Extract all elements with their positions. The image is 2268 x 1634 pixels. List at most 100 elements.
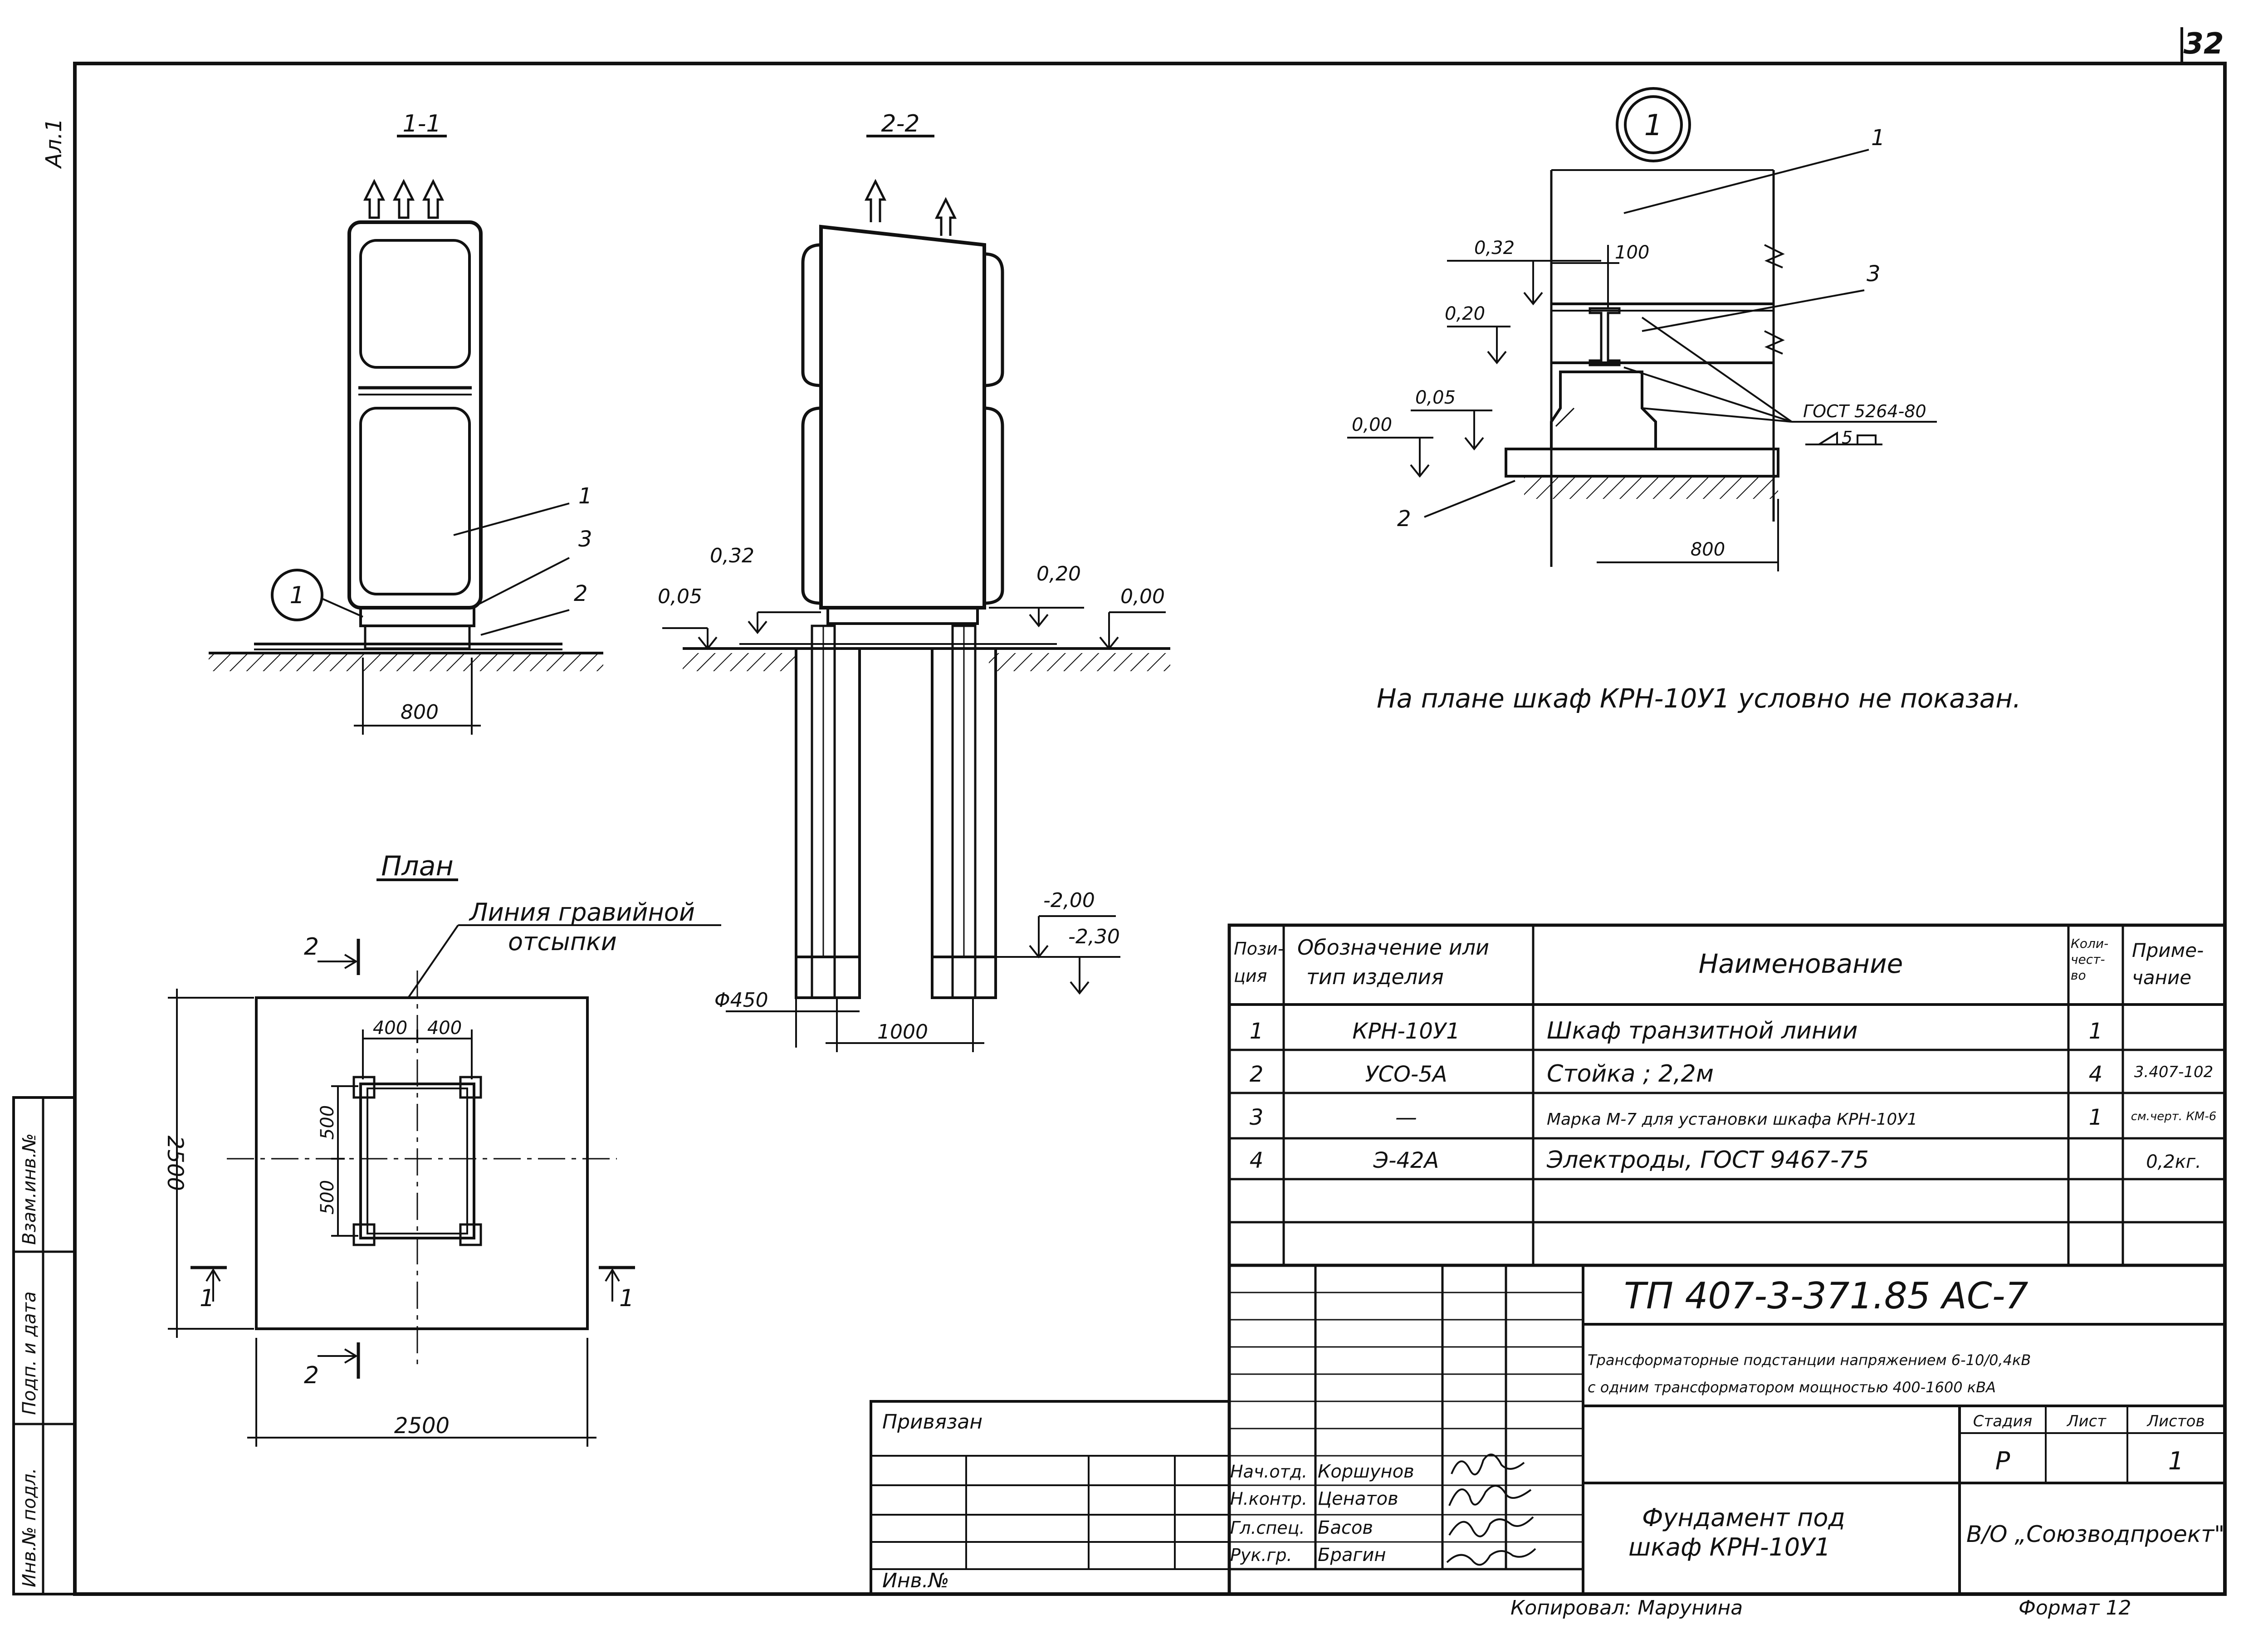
signer-row: Нач.отд. Коршунов (1230, 1461, 1414, 1482)
plan-gravel-line-label-2: отсыпки (508, 927, 617, 956)
detail-1-level-0-00: 0,00 (1352, 415, 1392, 435)
plan-gravel-line-label: Линия гравийной (469, 898, 695, 927)
plan-note: На плане шкаф КРН-10У1 условно не показа… (1377, 683, 2021, 714)
copied-by: Копировал: Марунина (1510, 1596, 1743, 1619)
spec-cell-pos: 3 (1250, 1105, 1264, 1130)
spec-cell-pos: 2 (1250, 1062, 1264, 1087)
signer-role: Н.контр. (1230, 1489, 1307, 1509)
spec-header-qty-2: чест- (2071, 952, 2105, 967)
detail-1-dim-top: 100 (1615, 242, 1649, 263)
plan-dim-400-right: 400 (427, 1018, 462, 1039)
plan-dim-400-left: 400 (373, 1018, 407, 1039)
spec-cell-designation: Э-42А (1373, 1148, 1439, 1173)
title-block-sheets: 1 (2168, 1447, 2184, 1475)
section-2-dim-diameter: Φ450 (714, 989, 768, 1012)
plan-dim-width: 2500 (394, 1413, 450, 1439)
section-1-marker: 1 (289, 582, 304, 609)
detail-1-leader-1: 1 (1871, 125, 1885, 151)
section-2-level-minus-2-00: -2,00 (1043, 889, 1095, 912)
table-row: 2 УСО-5А Стойка ; 2,2м 4 3.407-102 (1250, 1060, 2214, 1088)
spec-cell-name: Стойка ; 2,2м (1547, 1060, 1714, 1088)
signer-name: Брагин (1318, 1545, 1386, 1566)
spec-cell-pos: 1 (1250, 1019, 1264, 1044)
spec-header-pos-1: Пози- (1234, 939, 1284, 959)
spec-cell-note: 0,2кг. (2146, 1151, 2201, 1172)
detail-1-level-0-32: 0,32 (1474, 238, 1515, 259)
side-stamp-strip (12, 1096, 76, 1595)
spec-cell-qty: 4 (2089, 1062, 2103, 1087)
table-row: 4 Э-42А Электроды, ГОСТ 9467-75 0,2кг. (1250, 1146, 2201, 1174)
section-2-dim-spacing: 1000 (877, 1020, 928, 1044)
plan-title: План (381, 850, 453, 882)
section-1-dim-width: 800 (401, 701, 439, 724)
spec-table-grid (1227, 923, 2227, 1267)
spec-cell-name: Марка М-7 для установки шкафа КРН-10У1 (1547, 1110, 1917, 1129)
title-block-code: ТП 407-3-371.85 АС-7 (1624, 1275, 2028, 1317)
signer-role: Рук.гр. (1230, 1545, 1292, 1565)
title-block-description-2: с одним трансформатором мощностью 400-16… (1588, 1379, 1996, 1396)
detail-1-weld-symbol: 5 (1842, 428, 1853, 448)
section-2-level-0-00: 0,00 (1120, 585, 1165, 608)
plan-view (168, 878, 721, 1447)
spec-header-pos-2: ция (1234, 966, 1267, 986)
section-1-view (209, 135, 603, 735)
table-row: 3 — Марка М-7 для установки шкафа КРН-10… (1250, 1105, 2217, 1130)
detail-1-view (1347, 87, 1937, 571)
cabinet-krn-outline (347, 220, 483, 610)
detail-1-dim-bottom: 800 (1691, 539, 1725, 560)
detail-1-marker: 1 (1644, 109, 1663, 142)
table-row: 1 КРН-10У1 Шкаф транзитной линии 1 (1250, 1017, 2103, 1044)
plan-dim-height: 2500 (162, 1136, 188, 1191)
title-block-sheet-label: Лист (2066, 1412, 2107, 1430)
plan-section-mark-2-bottom: 2 (304, 1362, 319, 1389)
corner-mark: Ал.1 (41, 118, 67, 169)
plan-section-mark-1-right: 1 (619, 1285, 634, 1312)
section-1-leader-1: 1 (578, 483, 592, 509)
spec-header-designation-2: тип изделия (1306, 965, 1444, 989)
spec-cell-pos: 4 (1250, 1148, 1264, 1173)
signer-name: Коршунов (1318, 1461, 1414, 1482)
plan-dim-500-top: 500 (317, 1105, 338, 1140)
title-block-inv-no: Инв.№ (882, 1569, 949, 1592)
spec-cell-qty: 1 (2089, 1019, 2103, 1044)
section-2-level-minus-2-30: -2,30 (1068, 925, 1120, 948)
title-block-stage-label: Стадия (1973, 1412, 2032, 1430)
section-2-level-0-32: 0,32 (710, 544, 754, 567)
spec-cell-qty: 1 (2089, 1105, 2103, 1130)
spec-header-qty-1: Коли- (2071, 936, 2108, 951)
plan-dim-500-bottom: 500 (317, 1180, 338, 1215)
spec-cell-designation: — (1395, 1105, 1417, 1130)
handwritten-signatures (1446, 1454, 1536, 1566)
stamp-vzam-inv: Взам.инв.№ (19, 1133, 40, 1245)
section-2-view (662, 135, 1170, 1052)
spec-cell-note: 3.407-102 (2134, 1063, 2214, 1081)
section-1-title: 1-1 (403, 110, 441, 137)
title-block-sheet-title-2: шкаф КРН-10У1 (1628, 1533, 1830, 1561)
spec-header-designation-1: Обозначение или (1297, 935, 1489, 960)
detail-1-leader-3: 3 (1867, 261, 1881, 287)
signer-row: Гл.спец. Басов (1230, 1517, 1373, 1538)
detail-1-level-0-20: 0,20 (1445, 303, 1485, 324)
sheet-number: 32 (2183, 27, 2224, 61)
title-block-privyazan: Привязан (882, 1410, 982, 1434)
signer-row: Н.контр. Ценатов (1230, 1488, 1398, 1509)
section-2-title: 2-2 (881, 110, 920, 137)
signer-name: Ценатов (1318, 1488, 1398, 1509)
spec-header-note-1: Приме- (2132, 939, 2204, 961)
insulator-icon (864, 179, 887, 222)
plan-section-mark-2-top: 2 (304, 933, 319, 961)
spec-cell-designation: КРН-10У1 (1352, 1019, 1460, 1044)
signer-row: Рук.гр. Брагин (1230, 1545, 1386, 1566)
signer-role: Нач.отд. (1230, 1462, 1307, 1482)
spec-cell-note: см.черт. КМ-6 (2131, 1110, 2217, 1123)
stamp-inv-podl: Инв.№ подл. (19, 1468, 40, 1587)
spec-header-qty-3: во (2071, 968, 2086, 983)
detail-1-weld-standard: ГОСТ 5264-80 (1803, 401, 1926, 421)
spec-header-name: Наименование (1699, 948, 1903, 979)
stamp-podp-data: Подп. и дата (19, 1292, 40, 1415)
section-1-leader-3: 3 (578, 527, 592, 552)
section-2-level-0-20: 0,20 (1036, 562, 1081, 585)
spec-cell-name: Шкаф транзитной линии (1547, 1017, 1858, 1044)
spec-header-note-2: чание (2132, 966, 2191, 989)
